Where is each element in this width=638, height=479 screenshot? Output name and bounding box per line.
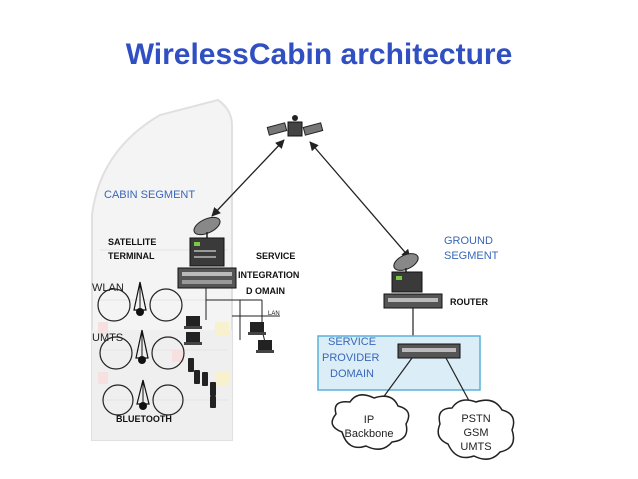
service-provider-label-2: PROVIDER — [322, 352, 380, 364]
pstn-label-1: PSTN — [461, 413, 490, 425]
cabin-switch-icon — [177, 267, 237, 289]
umts-label: UMTS — [92, 332, 123, 344]
ground-segment-label-2: SEGMENT — [444, 250, 499, 262]
bluetooth-label: BLUETOOTH — [116, 414, 172, 424]
lan-label: LAN — [268, 311, 280, 317]
satellite-to-ground-link — [309, 141, 411, 259]
satellite-terminal-label-1: SATELLITE — [108, 237, 156, 247]
ground-station-icon — [391, 253, 423, 293]
satellite-terminal-label-2: TERMINAL — [108, 251, 155, 261]
wlan-label: WLAN — [92, 282, 124, 294]
ip-backbone-label-2: Backbone — [345, 428, 394, 440]
pstn-label-2: GSM — [463, 427, 488, 439]
pstn-label-3: UMTS — [460, 441, 491, 453]
service-provider-label-1: SERVICE — [328, 336, 376, 348]
cabin-segment-label: CABIN SEGMENT — [104, 189, 195, 201]
satellite-to-cabin-link — [211, 139, 285, 217]
router-label: ROUTER — [450, 297, 489, 307]
service-provider-label-3: DOMAIN — [330, 368, 374, 380]
slide-title: WirelessCabin architecture — [125, 38, 513, 71]
router-icon — [383, 293, 443, 309]
ground-segment-label-1: GROUND — [444, 235, 493, 247]
lan-wiring — [205, 288, 280, 347]
service-integration-label-1: SERVICE — [256, 251, 295, 261]
service-integration-label-3: D OMAIN — [246, 286, 285, 296]
ip-backbone-cloud-icon — [331, 394, 410, 450]
wlan-antenna-icon — [97, 281, 183, 322]
service-integration-label-2: INTEGRATION — [238, 270, 299, 280]
pstn-cloud-icon — [437, 399, 515, 460]
satellite-terminal-icon — [189, 216, 225, 267]
ip-backbone-label-1: IP — [364, 414, 374, 426]
provider-switch-icon — [397, 343, 461, 359]
umts-antenna-icon — [99, 329, 185, 370]
laptop-icon — [184, 316, 274, 353]
satellite-icon — [266, 115, 324, 137]
bluetooth-antenna-icon — [102, 379, 184, 416]
mobile-phone-icon — [188, 358, 216, 408]
